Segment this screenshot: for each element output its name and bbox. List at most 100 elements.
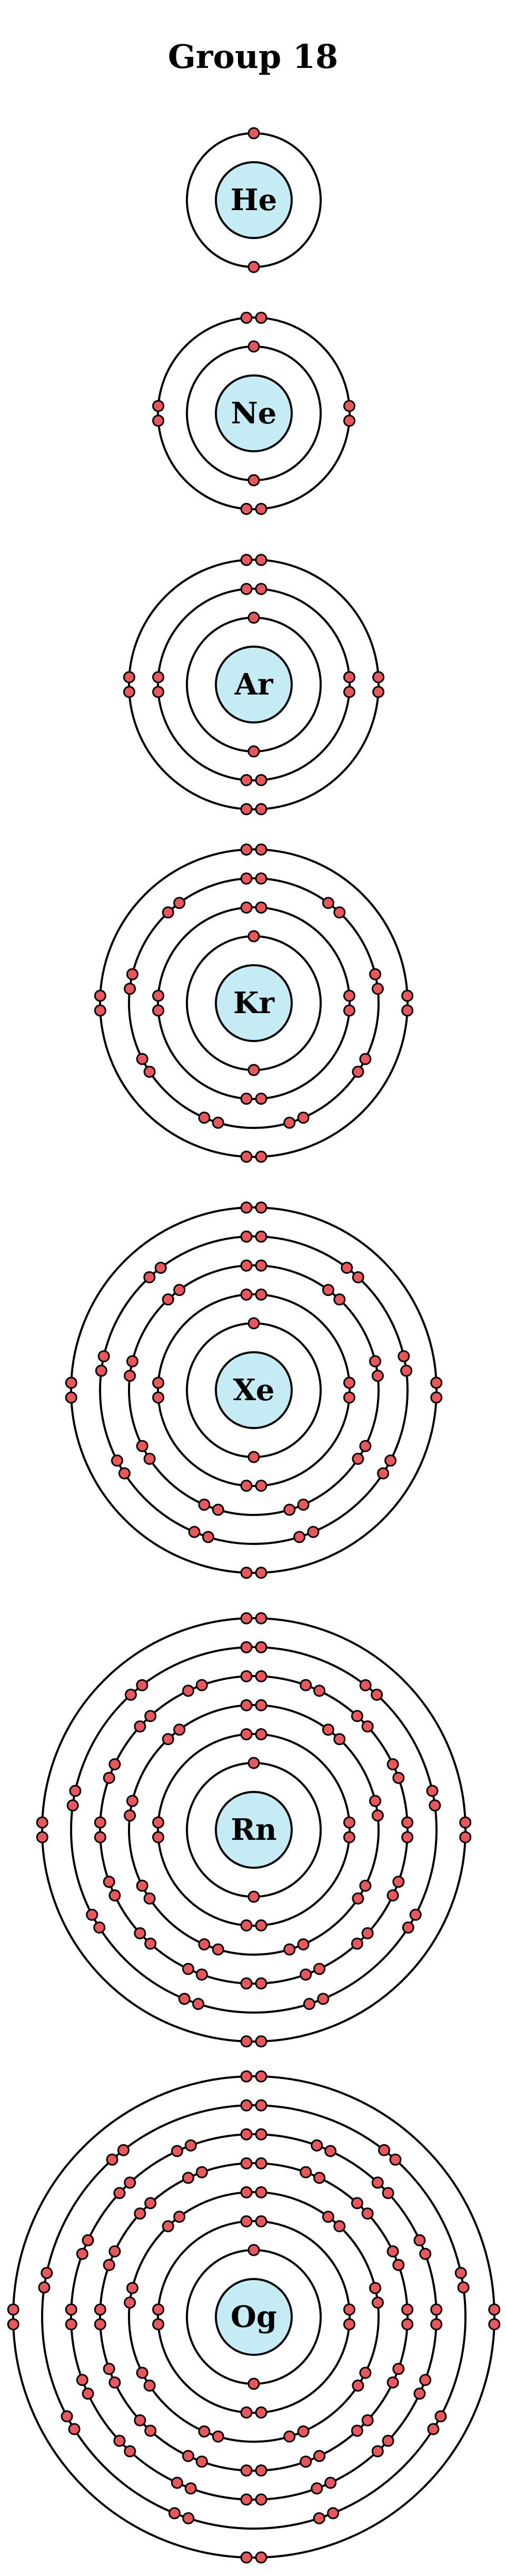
electron <box>343 414 355 427</box>
nucleus <box>215 1791 293 1869</box>
electron <box>343 1376 355 1389</box>
electron <box>152 1391 165 1404</box>
electron <box>300 1679 312 1691</box>
electron <box>123 671 135 683</box>
electron-shell <box>157 906 351 1100</box>
nucleus <box>215 646 293 724</box>
electron <box>341 1262 353 1274</box>
electron <box>343 1831 355 1844</box>
electron <box>134 2414 146 2426</box>
electron <box>240 312 253 324</box>
nucleus <box>215 1351 293 1429</box>
electron <box>352 1271 364 1284</box>
atom-he: He <box>186 127 322 273</box>
electron <box>300 1968 312 1981</box>
electron <box>300 2166 312 2178</box>
electron <box>152 1004 165 1017</box>
electron <box>371 2296 384 2309</box>
electron <box>255 1612 267 1624</box>
electron <box>359 1879 372 1892</box>
electron <box>66 1799 79 1812</box>
electron <box>255 1670 267 1682</box>
electron <box>173 1284 186 1296</box>
electron-shell <box>157 588 351 781</box>
electron <box>184 2482 197 2495</box>
electron-shell <box>128 877 380 1129</box>
electron <box>372 686 385 698</box>
electron <box>124 2176 136 2189</box>
electron <box>255 1092 267 1105</box>
electron-shell <box>157 2220 351 2414</box>
atom-xe: Xe <box>65 1201 443 1579</box>
electron <box>247 474 260 487</box>
electron <box>255 502 267 515</box>
electron <box>333 2220 346 2233</box>
electron <box>324 2476 337 2489</box>
electron <box>392 1771 405 1784</box>
electron <box>247 127 260 140</box>
electron <box>171 2476 183 2489</box>
electron <box>152 2303 165 2316</box>
electron <box>255 2157 267 2169</box>
element-symbol: Og <box>231 2300 277 2334</box>
electron <box>65 1376 77 1389</box>
electron <box>143 2379 156 2392</box>
electron-shell <box>70 1646 438 2014</box>
electron <box>392 1876 405 1888</box>
electron <box>212 2430 224 2443</box>
electron <box>389 2153 402 2166</box>
electron <box>240 1479 253 1492</box>
electron <box>255 1641 267 1653</box>
nucleus <box>215 2278 293 2356</box>
electron <box>152 1816 165 1829</box>
electron <box>307 1525 320 1538</box>
electron <box>247 340 260 353</box>
electron-shell <box>157 1293 351 1487</box>
electron <box>361 1720 374 1733</box>
electron <box>65 2303 77 2316</box>
electron <box>126 1355 138 1368</box>
electron <box>255 2406 267 2419</box>
electron <box>247 1757 260 1769</box>
electron <box>184 2139 197 2152</box>
electron <box>377 1467 390 1480</box>
electron <box>386 1758 399 1770</box>
electron <box>240 2070 253 2083</box>
electron <box>255 1151 267 1163</box>
electron <box>459 1831 472 1844</box>
electron <box>198 1938 211 1951</box>
electron <box>311 2139 323 2152</box>
electron <box>152 1376 165 1389</box>
electron <box>255 1259 267 1272</box>
electron <box>255 843 267 856</box>
electron <box>240 901 253 914</box>
electron <box>136 1053 148 1065</box>
electron <box>76 2374 88 2386</box>
electron <box>361 2207 374 2220</box>
electron <box>124 2296 136 2309</box>
electron-shell <box>128 1264 380 1516</box>
electron <box>359 2366 372 2379</box>
electron <box>255 2215 267 2228</box>
electron <box>76 2247 88 2260</box>
electron <box>255 2186 267 2198</box>
electron <box>300 2455 312 2468</box>
electron <box>182 2172 194 2184</box>
electron <box>152 414 165 427</box>
electron <box>247 1064 260 1076</box>
electron <box>352 2379 364 2392</box>
electron <box>95 1364 107 1377</box>
electron <box>113 2187 126 2199</box>
electron <box>212 1116 224 1129</box>
electron <box>103 1876 115 1888</box>
electron <box>359 1440 372 1452</box>
electron <box>400 1364 413 1377</box>
electron <box>333 1293 346 1306</box>
electron <box>103 2258 115 2271</box>
electron <box>111 1454 123 1467</box>
electron <box>240 1289 253 1301</box>
electron <box>36 1816 48 1829</box>
nucleus <box>215 374 293 452</box>
electron <box>401 989 414 1002</box>
